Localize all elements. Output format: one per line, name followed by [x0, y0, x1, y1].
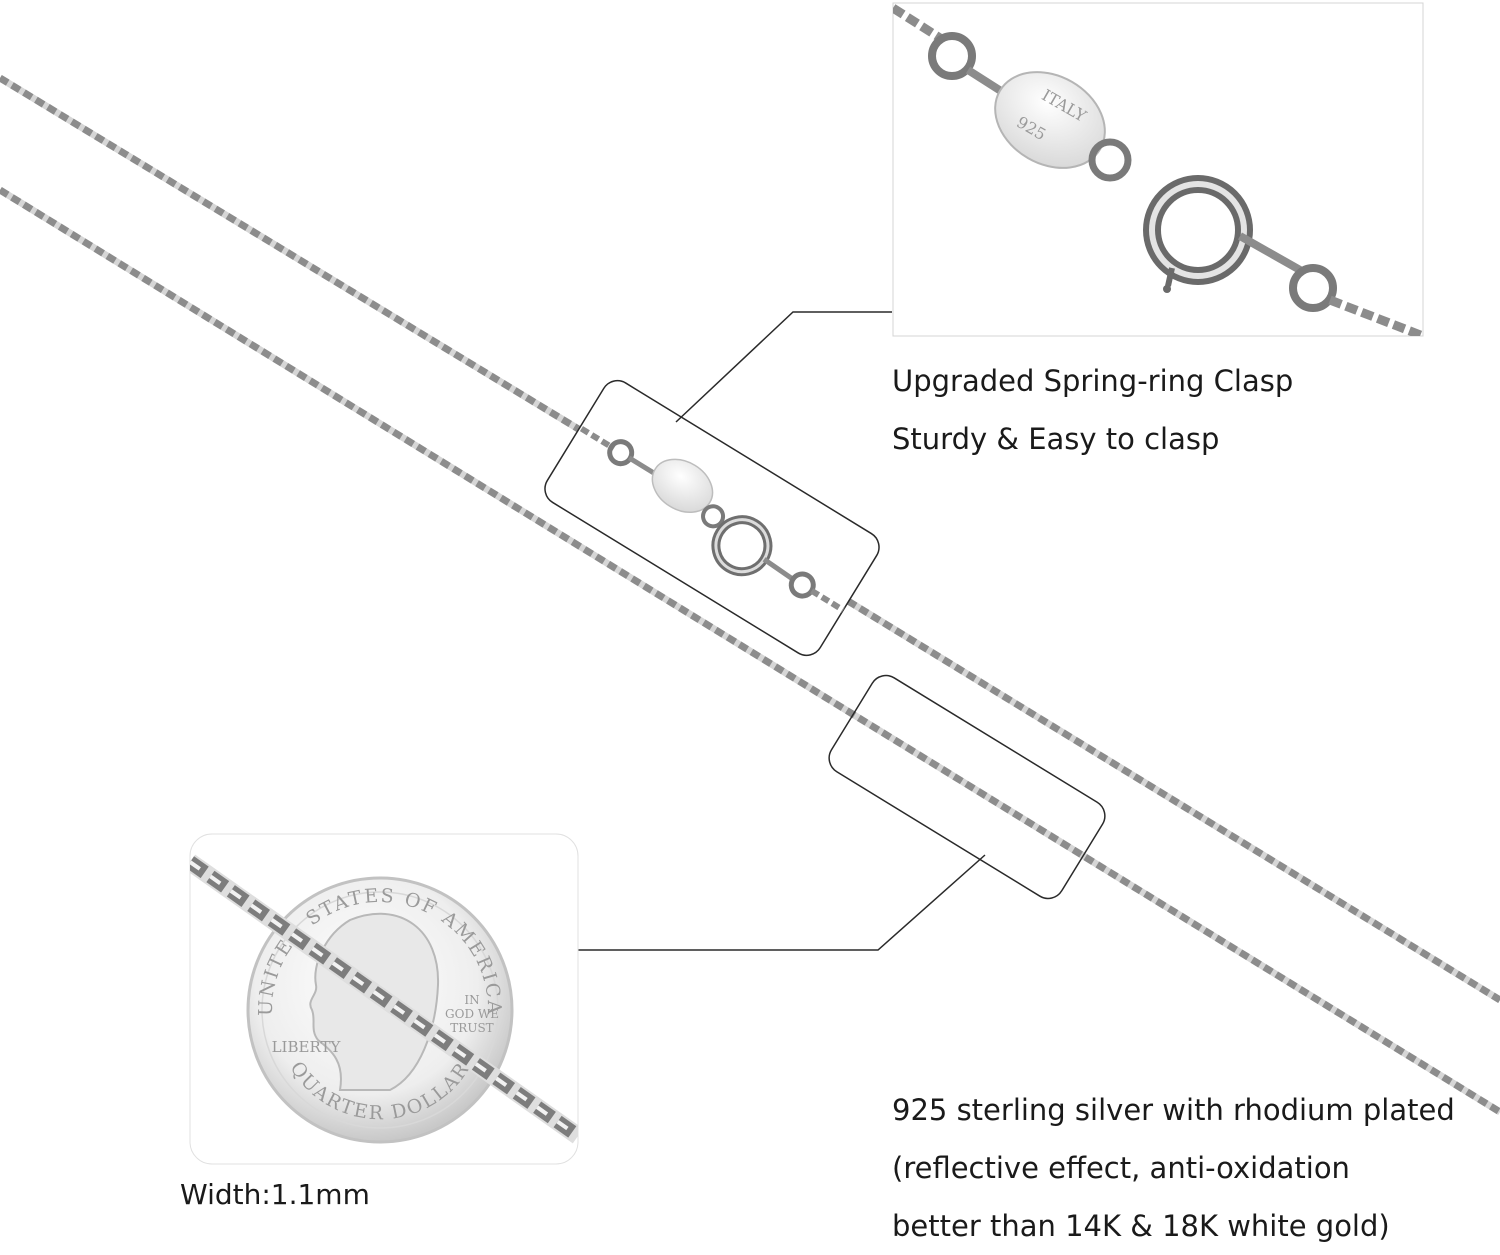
- silver-caption: 925 sterling silver with rhodium plated …: [892, 1081, 1455, 1255]
- quarter-coin: UNITED STATES OF AMERICA QUARTER DOLLAR …: [246, 876, 514, 1144]
- italy-tag: ITALY 925: [994, 71, 1106, 169]
- coin-motto-line1: IN: [464, 993, 479, 1007]
- silver-caption-line3: better than 14K & 18K white gold): [892, 1209, 1390, 1243]
- clasp-caption-line1: Upgraded Spring-ring Clasp: [892, 364, 1294, 398]
- coin-motto-line2: GOD WE: [445, 1007, 499, 1021]
- spring-ring-clasp: [1143, 175, 1253, 293]
- silver-caption-line1: 925 sterling silver with rhodium plated: [892, 1093, 1455, 1127]
- clasp-caption-line2: Sturdy & Easy to clasp: [892, 422, 1220, 456]
- coin-liberty-text: LIBERTY: [272, 1038, 342, 1056]
- width-caption: Width:1.1mm: [180, 1178, 370, 1211]
- width-highlight-frame: [828, 674, 1106, 900]
- silver-caption-line2: (reflective effect, anti-oxidation: [892, 1151, 1350, 1185]
- width-connector-line: [578, 854, 986, 951]
- chain-strand-lower: [0, 187, 1500, 1115]
- clasp-highlight-frame: [544, 379, 880, 657]
- chain-strand-upper: [0, 75, 1500, 1003]
- clasp-detail-inset: ITALY 925: [892, 2, 1424, 337]
- coin-comparison-inset: UNITED STATES OF AMERICA QUARTER DOLLAR …: [189, 833, 579, 1165]
- magnified-chain: [190, 854, 578, 1144]
- clasp-connector-line: [675, 311, 892, 423]
- clasp-caption: Upgraded Spring-ring Clasp Sturdy & Easy…: [892, 352, 1293, 468]
- coin-motto-line3: TRUST: [450, 1021, 493, 1035]
